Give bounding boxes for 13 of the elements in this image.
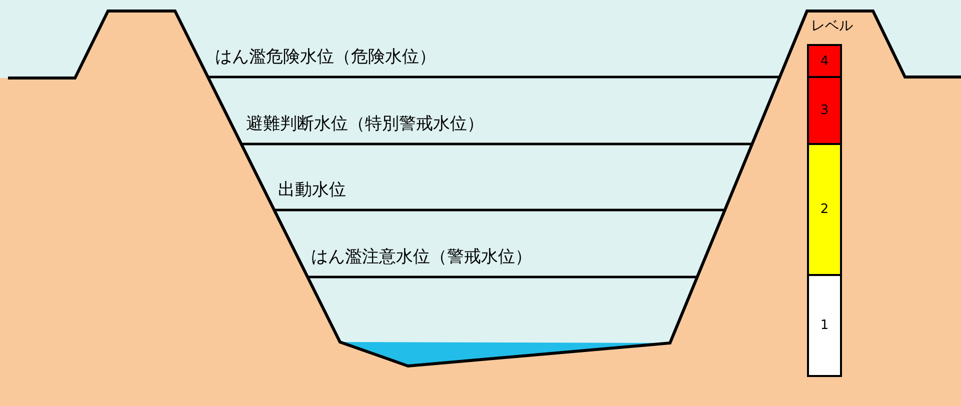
water-level-label: はん濫危険水位（危険水位） xyxy=(215,49,436,66)
level-segment xyxy=(807,274,842,377)
level-segment xyxy=(807,76,842,145)
level-segment xyxy=(807,143,842,276)
level-number: 3 xyxy=(820,103,829,118)
water-level-label: はん濫注意水位（警戒水位） xyxy=(311,249,532,266)
level-number: 1 xyxy=(820,318,829,333)
level-number: 2 xyxy=(820,202,829,217)
level-segment xyxy=(807,44,842,78)
water-level-label: 避難判断水位（特別警戒水位） xyxy=(246,116,484,133)
level-number: 4 xyxy=(820,54,829,68)
water-level-label: 出動水位 xyxy=(278,182,346,199)
scale-title: レベル xyxy=(811,19,853,33)
